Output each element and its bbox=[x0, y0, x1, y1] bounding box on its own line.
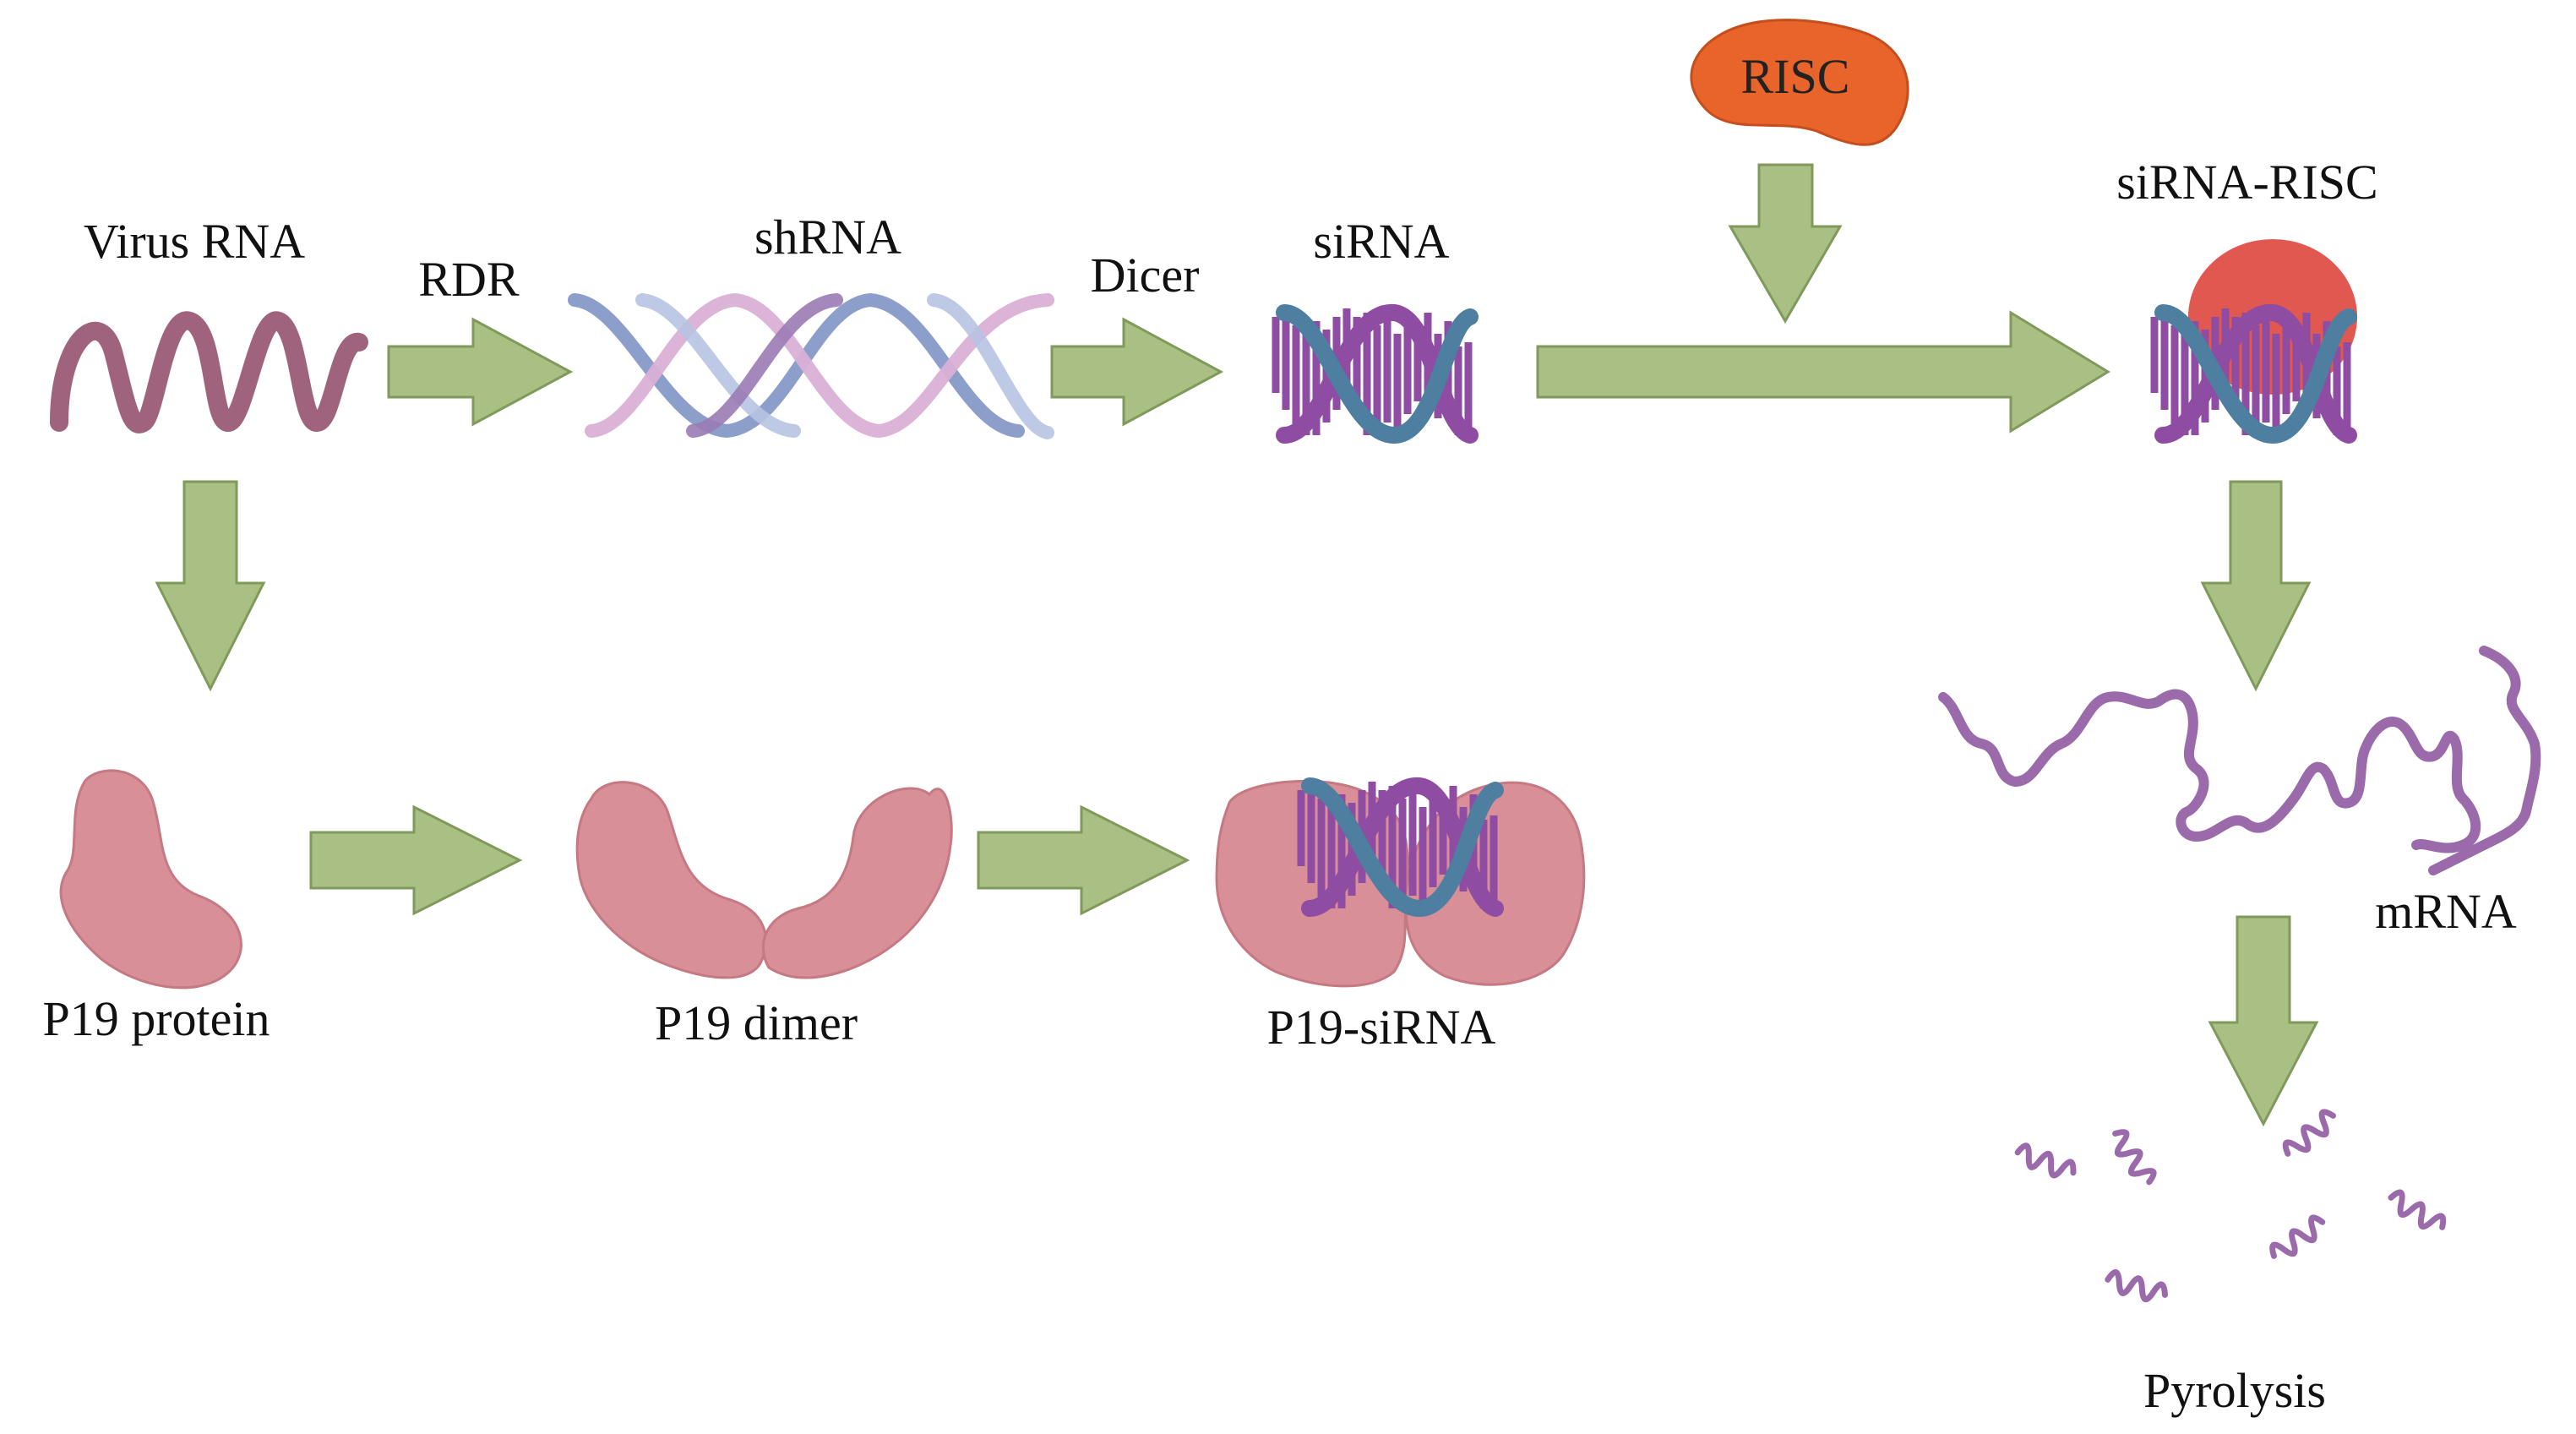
arrow-virus-to-p19 bbox=[155, 480, 266, 692]
sirna-helix-icon bbox=[1276, 308, 1470, 435]
p19-sirna-complex-icon bbox=[1215, 781, 1586, 988]
p19-dimer-icon bbox=[575, 781, 953, 979]
arrow-dimer-to-p19-sirna bbox=[977, 804, 1190, 916]
virus-rna-wave-icon bbox=[50, 311, 368, 433]
pyrolysis-fragments-icon bbox=[2014, 1109, 2447, 1304]
label-virus-rna: Virus RNA bbox=[84, 214, 305, 269]
label-sirna: siRNA bbox=[1313, 214, 1449, 269]
mrna-strand-icon bbox=[1938, 646, 2541, 875]
arrow-virus-to-shrna bbox=[387, 317, 574, 427]
label-dicer: Dicer bbox=[1091, 248, 1200, 303]
shrna-helix-icon bbox=[568, 292, 1054, 439]
arrow-risc-down bbox=[1728, 163, 1843, 324]
arrow-sirna-to-sirna-risc bbox=[1536, 310, 2110, 433]
label-rdr: RDR bbox=[418, 252, 520, 307]
arrow-p19-to-dimer bbox=[309, 804, 523, 916]
label-shrna: shRNA bbox=[754, 210, 901, 264]
risc-blob-icon bbox=[1690, 19, 1909, 146]
label-risc: RISC bbox=[1741, 49, 1850, 104]
arrow-mrna-to-pyrolysis bbox=[2208, 915, 2319, 1127]
label-sirna-risc: siRNA-RISC bbox=[2116, 155, 2377, 210]
label-mrna: mRNA bbox=[2375, 884, 2517, 939]
label-p19-protein: P19 protein bbox=[42, 991, 270, 1046]
label-p19-sirna: P19-siRNA bbox=[1267, 1000, 1496, 1055]
sirna-risc-complex-icon bbox=[2154, 239, 2357, 435]
label-pyrolysis: Pyrolysis bbox=[2143, 1363, 2326, 1418]
p19-protein-icon bbox=[59, 769, 242, 990]
arrow-sirna-risc-to-mrna bbox=[2200, 480, 2312, 692]
arrow-shrna-to-sirna bbox=[1050, 317, 1224, 427]
label-p19-dimer: P19 dimer bbox=[655, 995, 858, 1050]
